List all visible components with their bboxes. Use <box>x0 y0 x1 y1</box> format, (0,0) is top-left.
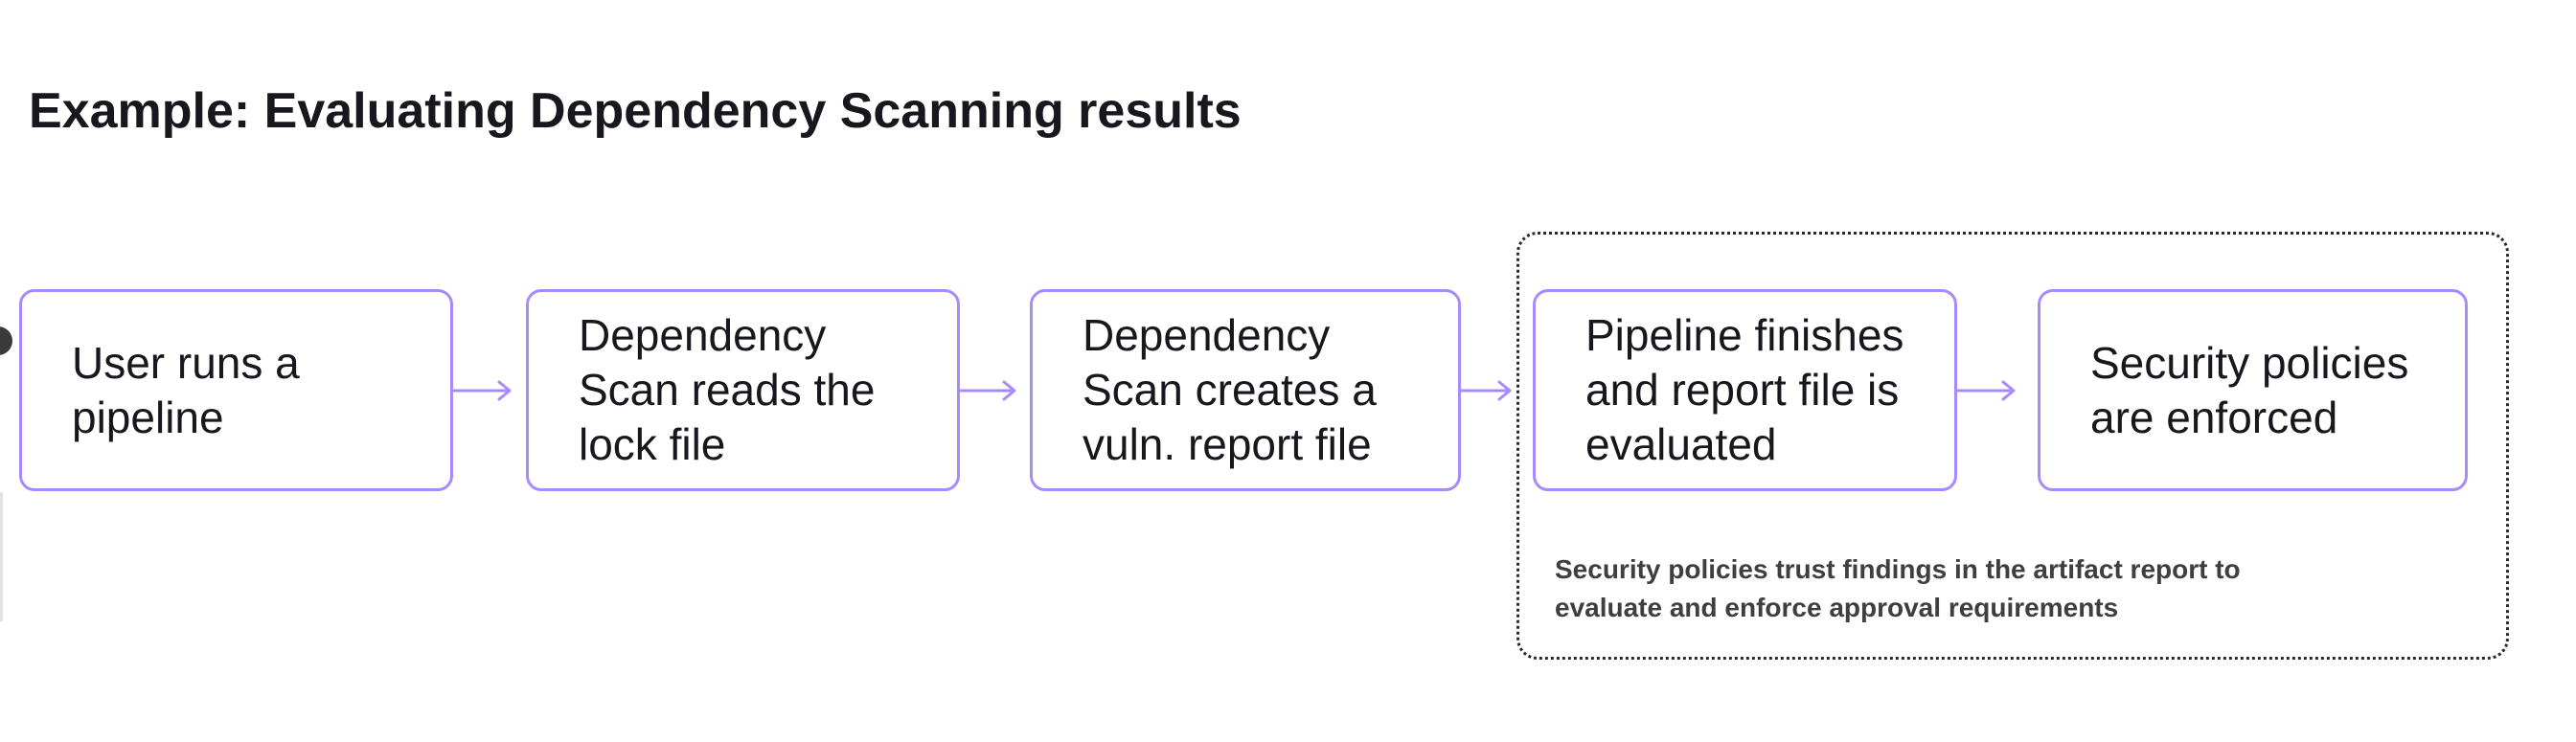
node-label: User runs a pipeline <box>72 337 300 442</box>
diagram-title: Example: Evaluating Dependency Scanning … <box>29 83 1242 139</box>
clipped-circle-artifact <box>0 326 12 355</box>
flow-node-scan-creates-report: Dependency Scan creates a vuln. report f… <box>1030 289 1461 491</box>
security-policy-note: Security policies trust findings in the … <box>1555 554 2241 622</box>
flow-arrow-icon <box>1461 380 1512 401</box>
node-label: Pipeline finishes and report file is eva… <box>1585 310 1904 469</box>
flow-arrow-icon <box>960 380 1016 401</box>
security-policy-group-outline: Security policies trust findings in the … <box>1516 232 2509 660</box>
node-label: Dependency Scan creates a vuln. report f… <box>1083 310 1377 469</box>
node-label: Dependency Scan reads the lock file <box>579 310 876 469</box>
flow-node-scan-reads-lock-file: Dependency Scan reads the lock file <box>526 289 960 491</box>
flow-arrow-icon <box>1957 380 2016 401</box>
flow-node-pipeline-finishes: Pipeline finishes and report file is eva… <box>1533 289 1957 491</box>
flow-arrow-icon <box>453 380 512 401</box>
left-edge-artifact <box>0 492 3 621</box>
flow-node-user-runs-pipeline: User runs a pipeline <box>19 289 453 491</box>
node-label: Security policies are enforced <box>2090 337 2409 442</box>
flow-node-policies-enforced: Security policies are enforced <box>2038 289 2468 491</box>
